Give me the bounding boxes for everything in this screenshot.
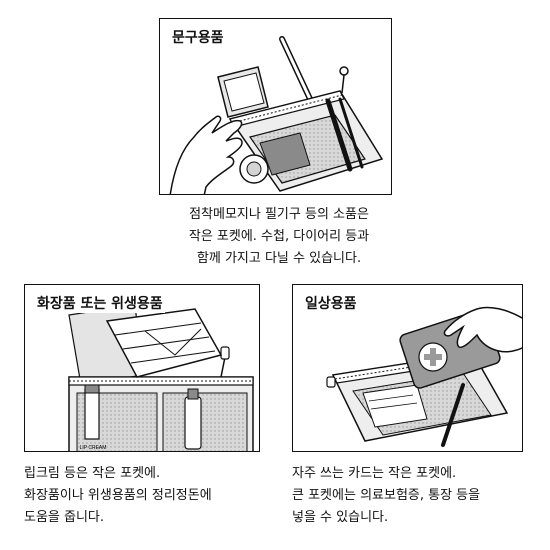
caption-line: 자주 쓰는 카드는 작은 포켓에. [292,466,457,481]
face-mask-icon [105,308,223,378]
hand-icon [443,306,522,353]
daily-title: 일상용품 [303,293,359,313]
pouch-icon [326,352,509,442]
stationery-illustration [169,36,384,194]
pencil-icon [338,97,364,169]
stationery-panel: 문구용품 [159,18,392,195]
stationery-caption: 점착메모지나 필기구 등의 소품은 작은 포켓에. 수첩, 다이어리 등과 함께… [159,204,399,270]
caption-line: 작은 포켓에. 수첩, 다이어리 등과 [188,229,370,244]
caption-line: 점착메모지나 필기구 등의 소품은 [189,207,369,222]
bottle-icon [184,388,202,450]
daily-panel: 일상용품 [292,284,523,452]
caption-line: 함께 가지고 다닐 수 있습니다. [196,251,362,266]
pouch-icon [68,346,254,451]
lip-cream-label: LIP CREAM [80,445,107,451]
stationery-title: 문구용품 [170,27,226,47]
cosmetics-title: 화장품 또는 위생용품 [35,293,165,313]
pen-icon [325,98,353,172]
pen-icon [279,36,313,102]
caption-line: 도움을 줍니다. [24,510,105,525]
caption-line: 립크림 등은 작은 포켓에. [24,466,161,481]
cosmetics-caption: 립크림 등은 작은 포켓에. 화장품이나 위생용품의 정리정돈에 도움을 줍니다… [24,463,212,529]
cosmetics-panel: 화장품 또는 위생용품 [24,284,260,452]
caption-line: 넣을 수 있습니다. [292,510,389,525]
memo-pad-icon [217,66,269,118]
hand-icon [169,115,243,194]
tape-roll-icon [239,154,269,184]
pen-icon [441,383,465,447]
cosmetics-illustration: LIP CREAM [68,304,254,451]
lip-cream-icon [84,384,100,440]
caption-line: 화장품이나 위생용품의 정리정돈에 [24,488,212,503]
daily-illustration [326,306,522,447]
daily-caption: 자주 쓰는 카드는 작은 포켓에. 큰 포켓에는 의료보험증, 통장 등을 넣을… [292,463,480,529]
caption-line: 큰 포켓에는 의료보험증, 통장 등을 [292,488,481,503]
